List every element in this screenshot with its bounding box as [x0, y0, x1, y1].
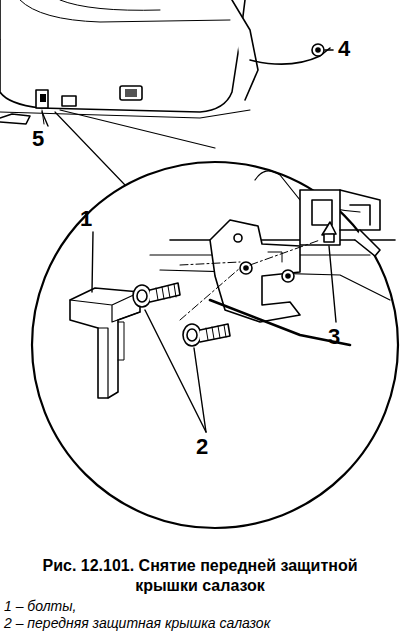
legend-note: 1 – болты,	[4, 598, 396, 615]
legend-note: 2 – передняя защитная крышка салазок	[4, 615, 396, 632]
callout-number: 1	[80, 206, 92, 232]
callout-number: 3	[328, 324, 340, 350]
callout-number: 4	[338, 36, 350, 62]
callout-number: 5	[32, 126, 44, 152]
figure-caption: Рис. 12.101. Снятие передней защитной кр…	[10, 556, 390, 596]
callout-number: 2	[196, 434, 208, 460]
